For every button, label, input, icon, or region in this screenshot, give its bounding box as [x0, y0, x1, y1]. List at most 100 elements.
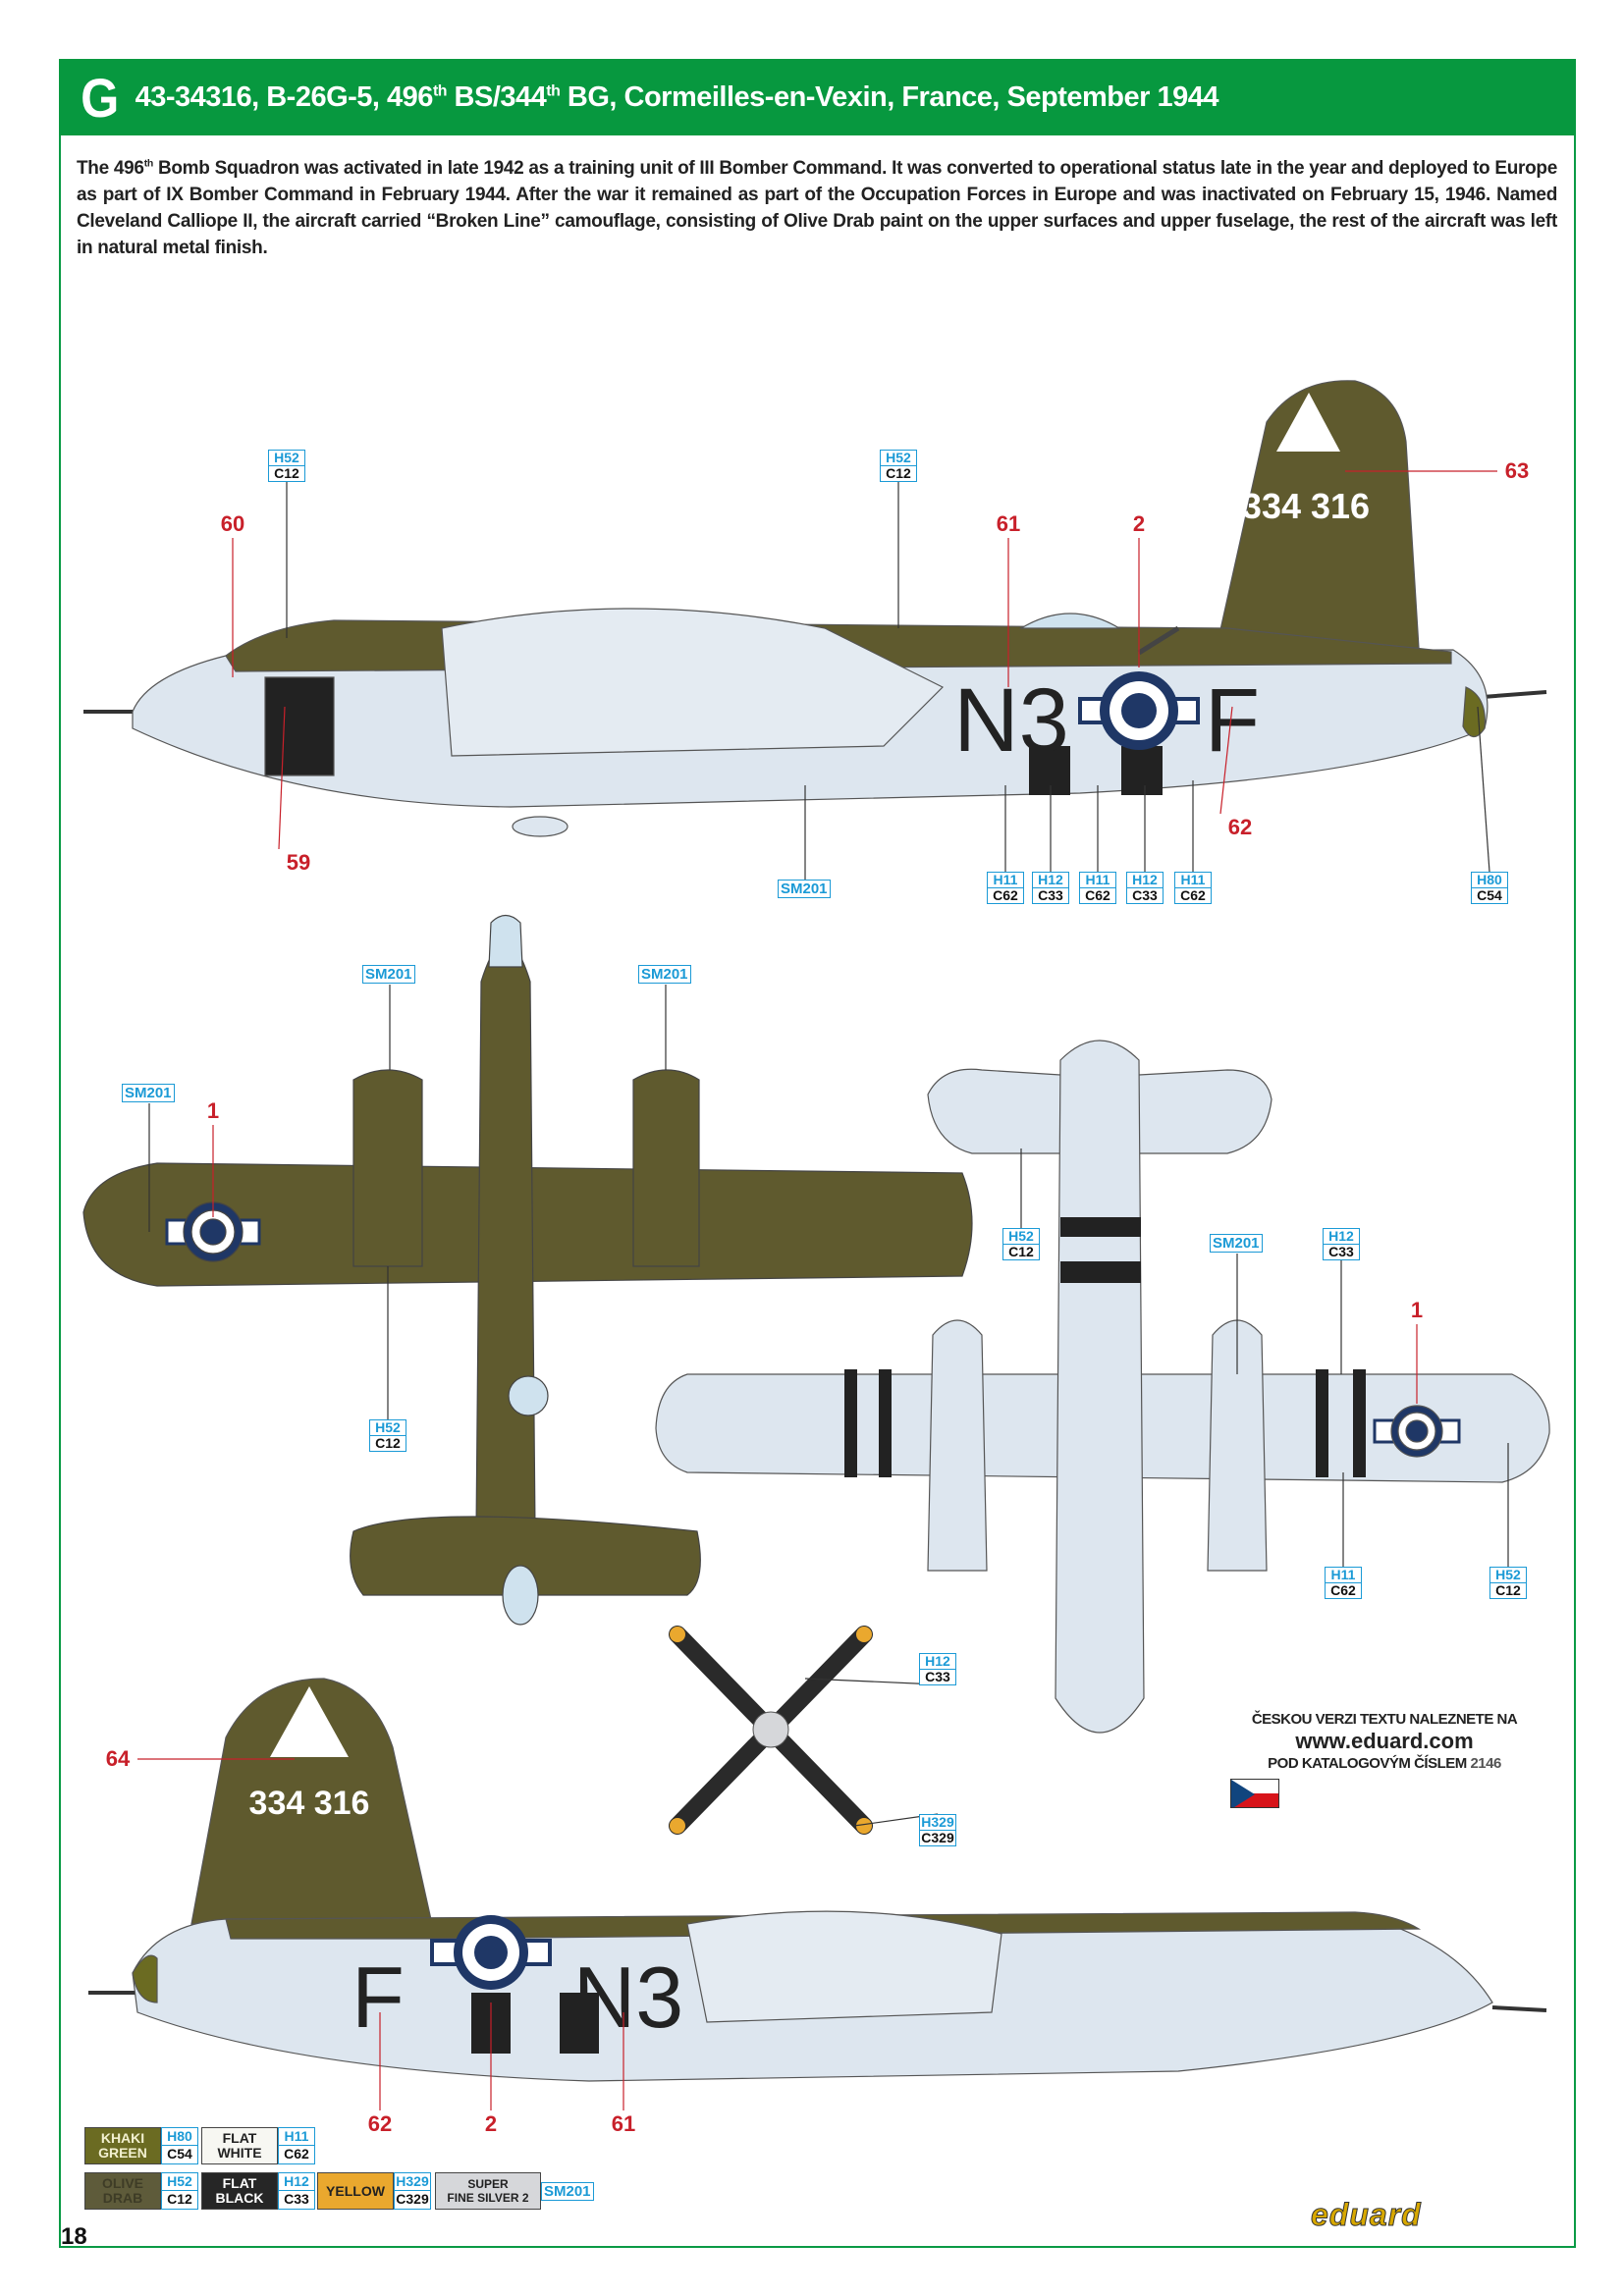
czech-line-3: POD KATALOGOVÝM ČÍSLEM 2146: [1198, 1754, 1571, 1773]
tail-serial: 334 316: [249, 1785, 370, 1822]
humbrol-code: H80: [162, 2128, 197, 2146]
title-part: 43-34316, B-26G-5, 496: [135, 80, 434, 113]
czech-flag-icon: [1230, 1779, 1279, 1808]
mr-color-code: C62: [993, 887, 1018, 903]
humbrol-code: H12: [920, 1654, 955, 1670]
star-roundel: [165, 1201, 261, 1262]
leader-line: [804, 1678, 939, 1685]
color-name: FLAT: [222, 2175, 257, 2191]
mr-color-code: C62: [284, 2146, 309, 2162]
silver-code-callout: SM201: [778, 880, 831, 898]
mr-color-code: C33: [1132, 887, 1158, 903]
mr-color-code: C12: [274, 465, 299, 481]
decal-number: 62: [367, 2111, 393, 2136]
silver-code-callout: SM201: [122, 1084, 175, 1102]
desc-sup: th: [143, 158, 154, 170]
leader-line: [1219, 706, 1233, 815]
czech-line-3-text: POD KATALOGOVÝM ČÍSLEM: [1268, 1755, 1467, 1772]
mr-color-code: C33: [1038, 887, 1063, 903]
leader-line: [1477, 706, 1490, 873]
humbrol-code: H12: [1127, 873, 1163, 888]
title-part: BS/344: [446, 80, 547, 113]
czech-note: ČESKOU VERZI TEXTU NALEZNETE NA www.edua…: [1198, 1710, 1571, 1773]
mr-color-code: C12: [1495, 1582, 1521, 1598]
mr-color-code: C12: [1008, 1244, 1034, 1259]
aircraft-letter: F: [1205, 670, 1260, 771]
silver-code-callout: SM201: [638, 965, 691, 984]
humbrol-code: H11: [1175, 873, 1211, 888]
color-name: SUPER: [467, 2177, 509, 2191]
humbrol-code: H329: [395, 2173, 430, 2191]
decal-number: 61: [611, 2111, 636, 2136]
decal-number: 59: [286, 850, 311, 875]
mr-color-code: C62: [1085, 887, 1110, 903]
humbrol-code: H80: [1472, 873, 1507, 888]
czech-line-1: ČESKOU VERZI TEXTU NALEZNETE NA: [1251, 1711, 1518, 1728]
decal-number: 1: [206, 1098, 220, 1123]
humbrol-code: H329: [920, 1814, 955, 1831]
mr-color-code: C62: [1330, 1582, 1356, 1598]
humbrol-code: H11: [988, 873, 1023, 888]
profile-letter: G: [81, 66, 120, 129]
mr-color-code: C33: [284, 2191, 309, 2207]
history-text: The 496th Bomb Squadron was activated in…: [77, 155, 1557, 261]
leader-line: [278, 706, 286, 850]
squadron-code: N3: [573, 1949, 684, 2046]
color-name: WHITE: [217, 2145, 262, 2161]
mr-color-code: C33: [925, 1669, 950, 1684]
silver-code-callout: SM201: [1210, 1234, 1263, 1253]
humbrol-code: H52: [1003, 1229, 1039, 1245]
mr-color-code: C12: [167, 2191, 192, 2207]
title-part: BG, Cormeilles-en-Vexin, France, Septemb…: [560, 80, 1219, 113]
star-roundel: [430, 1915, 552, 1990]
decal-number: 63: [1504, 458, 1530, 483]
color-name: GREEN: [98, 2145, 147, 2161]
decal-number: 64: [105, 1746, 131, 1771]
humbrol-code: H12: [279, 2173, 314, 2191]
humbrol-code: H52: [162, 2173, 197, 2191]
decal-number: 2: [1132, 511, 1146, 536]
color-name: DRAB: [102, 2190, 143, 2206]
website-link[interactable]: www.eduard.com: [1295, 1729, 1474, 1753]
decal-number: 1: [1410, 1298, 1424, 1322]
color-name: YELLOW: [326, 2182, 385, 2199]
mr-color-code: C62: [1180, 887, 1206, 903]
top-view: [82, 914, 973, 1626]
star-roundel: [1078, 671, 1200, 750]
mr-color-code: C329: [921, 1830, 954, 1845]
humbrol-code: H11: [1080, 873, 1115, 888]
tail-serial: 334 316: [1242, 486, 1370, 526]
mr-color-code: C54: [1477, 887, 1502, 903]
catalog-number: 2146: [1470, 1755, 1501, 1772]
silver-code: SM201: [541, 2181, 594, 2201]
page-number: 18: [61, 2223, 87, 2250]
mr-color-code: C33: [1328, 1244, 1354, 1259]
humbrol-code: H11: [279, 2128, 314, 2146]
title-sup: th: [432, 81, 448, 99]
decal-number: 61: [996, 511, 1021, 536]
mr-color-code: C12: [375, 1435, 401, 1451]
mr-color-code: C329: [396, 2191, 429, 2207]
color-swatch: YELLOW: [317, 2172, 394, 2210]
